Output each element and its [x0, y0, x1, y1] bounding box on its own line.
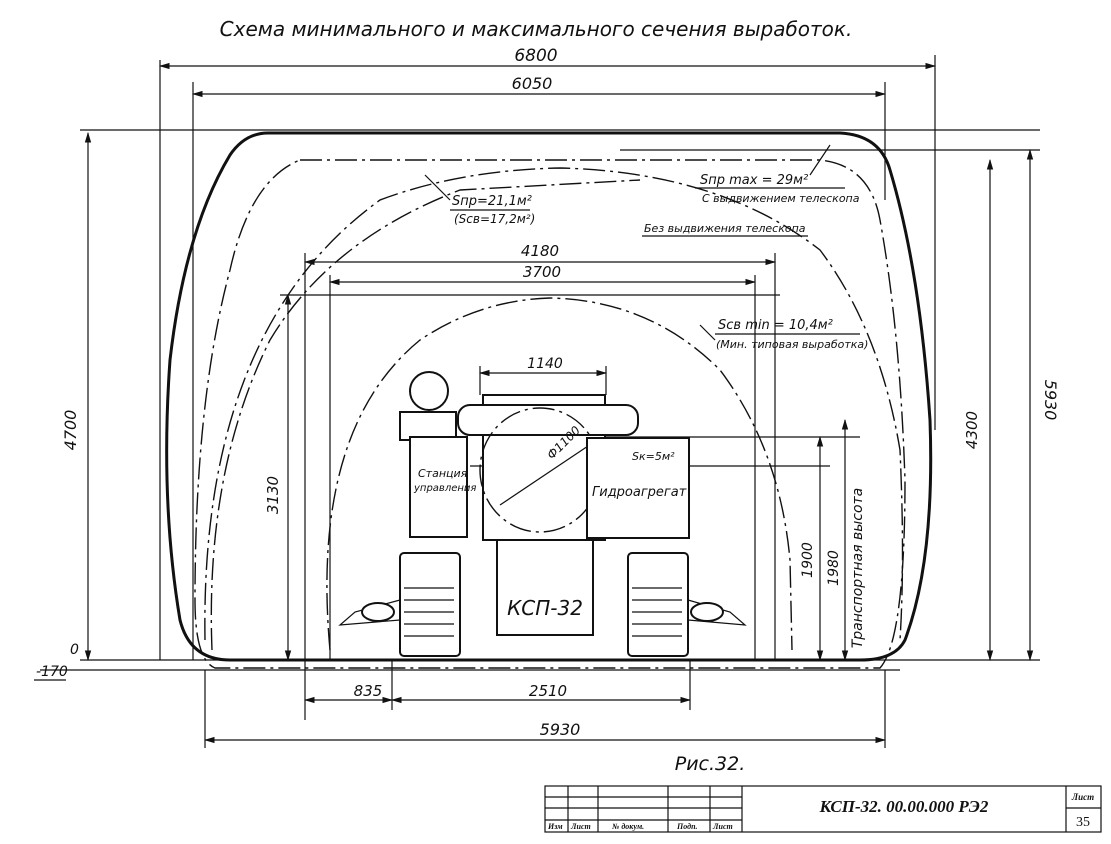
dim-1980: 1980 [826, 550, 842, 586]
figure-caption: Рис.32. [675, 753, 746, 775]
right-track-treads [632, 587, 682, 637]
kcp32-machine: Ф1100 Станция управления Гидроагрегат Sк… [338, 371, 747, 657]
dim-6050: 6050 [512, 74, 553, 93]
col-izm: Изм [547, 822, 563, 831]
dim-1900: 1900 [800, 542, 816, 578]
hydraulic-unit-box [586, 437, 690, 539]
title-block: Изм Лист № докум. Подп. Лист КСП-32. 00.… [544, 785, 1102, 833]
doc-number: КСП-32. 00.00.000 РЭ2 [819, 797, 989, 816]
s-sv-label: (Sсв=17,2м²) [454, 212, 535, 226]
hydraulic-unit-label: Гидроагрегат [592, 485, 687, 500]
operator-head [409, 371, 449, 411]
s-min-note: (Мин. типовая выработка) [716, 338, 868, 351]
dim-1140: 1140 [527, 356, 563, 372]
right-track [627, 552, 689, 657]
control-station-label-2: управления [413, 483, 476, 494]
section-contour-telescope [194, 159, 906, 669]
level-minus170: -170 [36, 664, 68, 680]
dim-5930-bottom: 5930 [540, 720, 581, 739]
operator-seat [399, 411, 457, 441]
no-telescope-label: Без выдвижения телескопа [644, 222, 806, 235]
left-track [399, 552, 461, 657]
dim-3700: 3700 [523, 263, 561, 281]
section-contour-telescope-wide [210, 179, 641, 651]
dim-4300: 4300 [963, 411, 981, 449]
level-zero: 0 [70, 642, 79, 658]
right-outrigger [690, 602, 724, 622]
dim-2510: 2510 [529, 682, 567, 700]
machine-label: КСП-32 [507, 596, 583, 620]
s-max-note: С выдвижением телескопа [702, 192, 860, 205]
sk-label: Sк=5м² [632, 450, 675, 463]
dim-4180: 4180 [521, 242, 559, 260]
s-pr-label: Sпр=21,1м² [452, 194, 532, 209]
col-list: Лист [570, 822, 591, 831]
machine-center-body [496, 534, 594, 636]
dim-6800: 6800 [514, 46, 557, 66]
col-doc: № докум. [612, 822, 644, 831]
control-station-label-1: Станция [418, 467, 468, 480]
drawing-title: Схема минимального и максимального сечен… [220, 17, 853, 41]
section-contour-min [326, 297, 793, 651]
control-station-box [409, 436, 468, 538]
dim-835: 835 [354, 682, 383, 700]
dim-4700: 4700 [61, 410, 80, 451]
left-outrigger [361, 602, 395, 622]
col-sign: Подп. [676, 822, 698, 831]
dim-3130: 3130 [264, 476, 282, 514]
section-contour-21 [204, 167, 904, 641]
transport-height-label: Транспортная высота [850, 488, 866, 649]
dim-5930-right: 5930 [1041, 380, 1060, 421]
col-date: Лист [712, 822, 733, 831]
s-max-label: Sпр max = 29м² [700, 173, 808, 188]
s-min-label: Sсв min = 10,4м² [718, 318, 833, 333]
sheet-label: Лист [1071, 792, 1094, 802]
sheet-number: 35 [1076, 815, 1090, 830]
left-track-treads [404, 587, 454, 637]
